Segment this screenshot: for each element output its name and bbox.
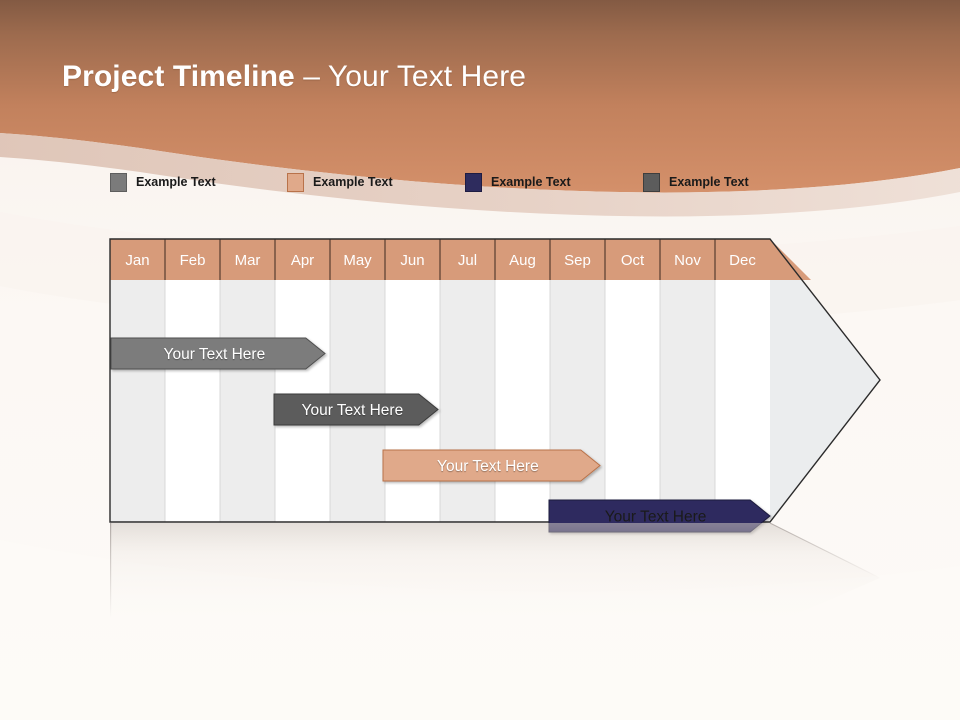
legend-item-4[interactable]: Example Text: [643, 171, 749, 193]
timeline-bar-shape-2: [273, 393, 439, 426]
timeline-bar-3[interactable]: Your Text Here: [382, 449, 601, 482]
month-label-sep: Sep: [564, 252, 591, 269]
month-label-feb: Feb: [180, 252, 206, 269]
month-label-nov: Nov: [674, 252, 701, 269]
page-title: Project Timeline – Your Text Here: [62, 60, 526, 94]
timeline-header-row: [110, 239, 770, 280]
timeline-bar-shape-1: [110, 337, 326, 370]
month-label-oct: Oct: [621, 252, 645, 269]
timeline-bar-label-3: Your Text Here: [437, 458, 539, 475]
legend-label-2: Example Text: [313, 175, 393, 189]
legend-swatch-1: [110, 172, 127, 192]
timeline-bar-label-1: Your Text Here: [164, 346, 266, 363]
timeline-chart: Jan Feb Mar Apr May Jun Jul Aug Sep Oct Nov Dec You…: [109, 238, 881, 533]
timeline-border: [109, 238, 881, 523]
month-label-may: May: [343, 252, 372, 269]
timeline-bar-label-2: Your Text Here: [302, 402, 404, 419]
month-label-jan: Jan: [125, 252, 149, 269]
legend-label-3: Example Text: [491, 175, 571, 189]
month-label-aug: Aug: [509, 252, 536, 269]
timeline-chart-svg: Jan Feb Mar Apr May Jun Jul Aug Sep Oct Nov Dec You…: [109, 238, 881, 533]
legend-swatch-3: [465, 172, 482, 192]
legend-item-3[interactable]: Example Text: [465, 171, 571, 193]
timeline-bar-2[interactable]: Your Text Here: [273, 393, 439, 426]
timeline-month-labels: Jan Feb Mar Apr May Jun Jul Aug Sep Oct Nov Dec: [125, 252, 756, 269]
legend-swatch-2: [287, 172, 304, 192]
month-label-jul: Jul: [458, 252, 477, 269]
legend-item-2[interactable]: Example Text: [287, 171, 393, 193]
month-label-mar: Mar: [235, 252, 261, 269]
page-title-bold: Project Timeline: [62, 60, 295, 93]
month-label-apr: Apr: [291, 252, 314, 269]
month-label-dec: Dec: [729, 252, 756, 269]
month-label-jun: Jun: [400, 252, 424, 269]
timeline-bar-label-4: Your Text Here: [605, 509, 707, 526]
legend-label-1: Example Text: [136, 175, 216, 189]
timeline-bar-4[interactable]: Your Text Here: [548, 499, 771, 533]
timeline-bar-1[interactable]: Your Text Here: [110, 337, 326, 370]
timeline-columns: [110, 280, 770, 522]
legend-item-1[interactable]: Example Text: [110, 171, 216, 193]
legend: Example Text Example Text Example Text E…: [110, 171, 810, 193]
legend-swatch-4: [643, 172, 660, 192]
timeline-bar-shape-3: [382, 449, 601, 482]
page-title-light: – Your Text Here: [294, 60, 527, 93]
legend-label-4: Example Text: [669, 175, 749, 189]
